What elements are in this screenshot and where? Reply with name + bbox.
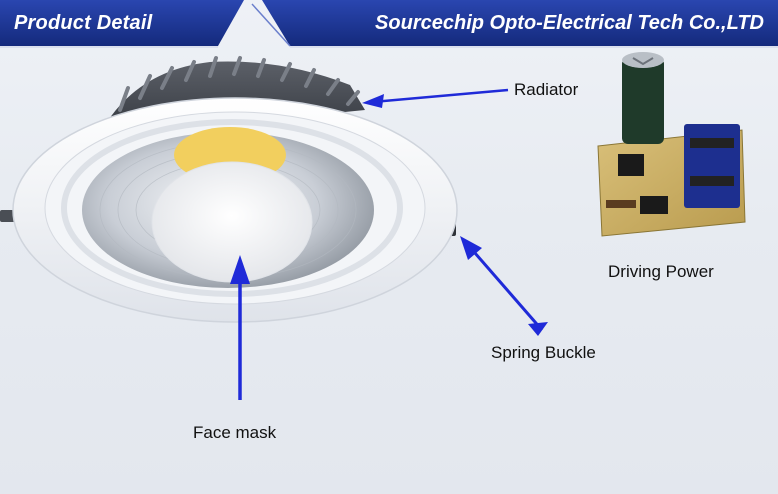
banner-shape: [0, 0, 778, 48]
driving-power-board: [597, 52, 746, 237]
spring-buckle-arrow: [466, 244, 544, 331]
face-mask-lens: [151, 161, 313, 283]
label-radiator: Radiator: [514, 80, 579, 99]
radiator-arrow: [371, 88, 509, 104]
label-spring-buckle: Spring Buckle: [491, 343, 596, 362]
header-left-title: Product Detail: [14, 12, 153, 34]
header-company-name: Sourcechip Opto-Electrical Tech Co.,LTD: [375, 12, 764, 34]
label-face-mask: Face mask: [193, 423, 277, 442]
header-banner: Product Detail Sourcechip Opto-Electrica…: [0, 0, 778, 48]
label-driving-power: Driving Power: [608, 262, 714, 281]
